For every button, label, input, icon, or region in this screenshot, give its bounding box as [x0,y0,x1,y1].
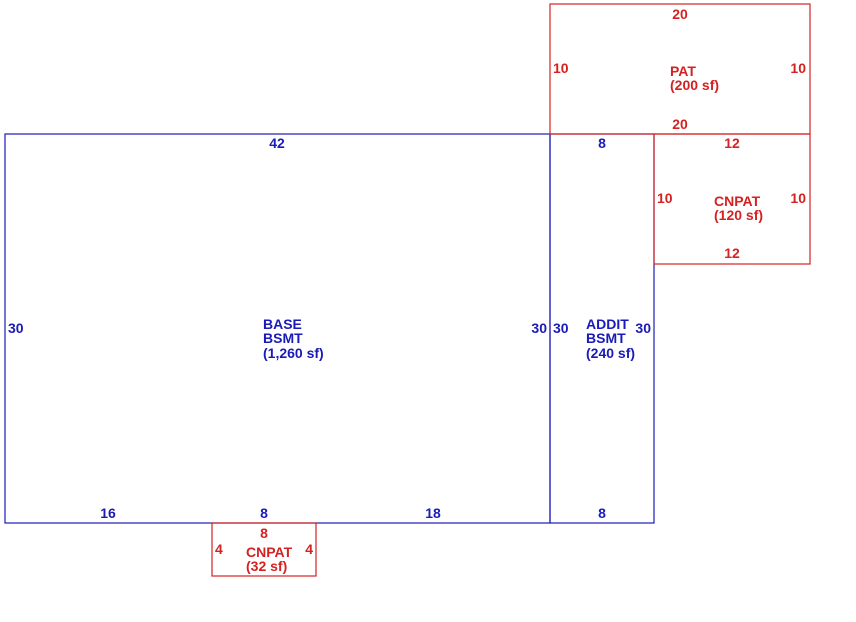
cnpat-bottom-dim-top: 8 [260,525,268,541]
pat-name: PAT [670,63,696,79]
cnpat-bottom-area-text: (32 sf) [246,558,287,574]
cnpat-right-dim-top: 12 [724,135,740,151]
cnpat-right-dim-right: 10 [790,190,806,206]
addit-dim-left: 30 [553,320,569,336]
cnpat-bottom-name: CNPAT [246,544,293,560]
addit-dim-right: 30 [635,320,651,336]
base-name-line1: BASE [263,316,302,332]
cnpat-bottom-dim-right: 4 [305,541,313,557]
base-dim-top: 42 [269,135,285,151]
pat-dim-bottom: 20 [672,116,688,132]
addit-name-line1: ADDIT [586,316,629,332]
pat-dim-right: 10 [790,60,806,76]
cnpat-right-area-text: (120 sf) [714,207,763,223]
addit-dim-bottom: 8 [598,505,606,521]
base-dim-bottom-mid: 8 [260,505,268,521]
pat-dim-left: 10 [553,60,569,76]
cnpat-right-dim-left: 10 [657,190,673,206]
base-dim-bottom-left: 16 [100,505,116,521]
cnpat-bottom-dim-left: 4 [215,541,223,557]
cnpat-bottom-area [211,522,317,577]
addit-dim-top: 8 [598,135,606,151]
base-name-line2: BSMT [263,330,303,346]
pat-area-text: (200 sf) [670,77,719,93]
addit-name-line2: BSMT [586,330,626,346]
cnpat-right-area [653,133,811,265]
base-dim-left: 30 [8,320,24,336]
base-dim-bottom-right: 18 [425,505,441,521]
pat-dim-top: 20 [672,6,688,22]
base-dim-right: 30 [531,320,547,336]
cnpat-right-name: CNPAT [714,193,761,209]
base-area: (1,260 sf) [263,345,324,361]
addit-area: (240 sf) [586,345,635,361]
cnpat-right-dim-bottom: 12 [724,245,740,261]
